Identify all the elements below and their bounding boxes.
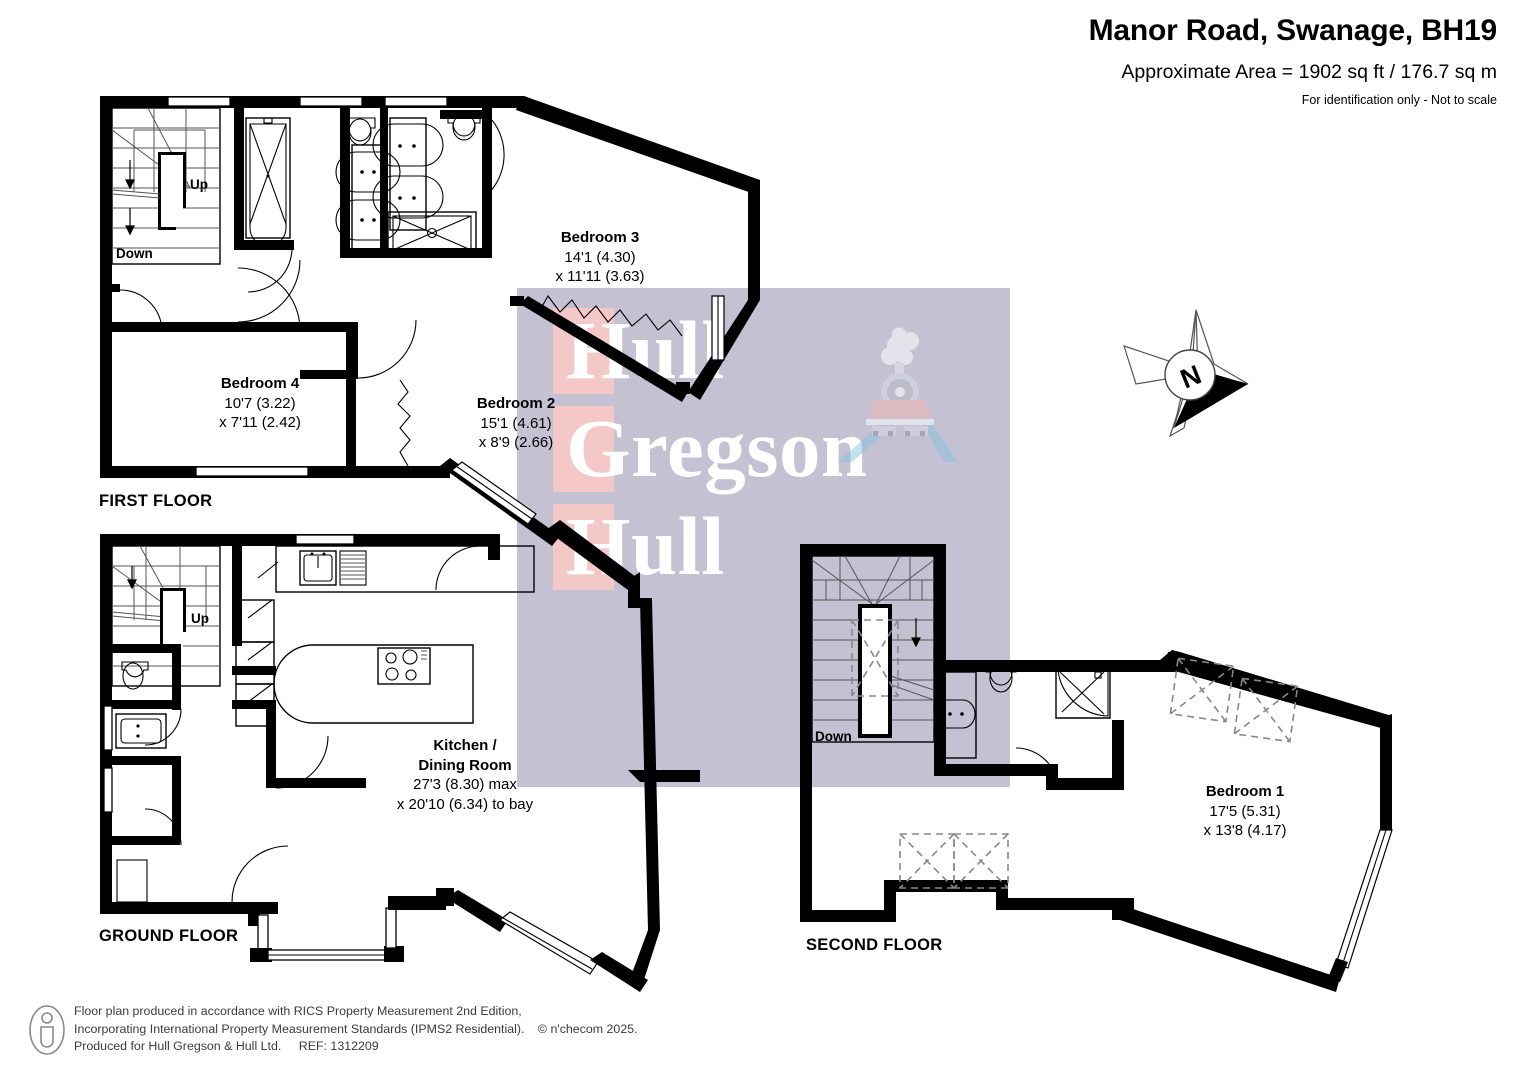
room-dimension-2: x 13'8 (4.17): [1203, 822, 1287, 839]
steam-train-icon: [838, 327, 958, 462]
room-label-kitchen-dining: Kitchen / Dining Room 27'3 (8.30) max x …: [370, 736, 560, 814]
room-name: Bedroom 1: [1205, 783, 1285, 800]
stair-label-first-down: Down: [116, 246, 153, 261]
room-name: Bedroom 4: [220, 375, 300, 392]
area-summary: Approximate Area = 1902 sq ft / 176.7 sq…: [1121, 60, 1497, 83]
footer-copyright: © n'checom 2025.: [537, 1021, 638, 1036]
rics-person-icon: [29, 1005, 65, 1055]
header: Manor Road, Swanage, BH19 Approximate Ar…: [1088, 14, 1498, 108]
room-dimension-1: 14'1 (4.30): [564, 248, 636, 266]
page-title: Manor Road, Swanage, BH19: [1088, 14, 1498, 47]
footer-line-3: Produced for Hull Gregson & Hull Ltd.: [74, 1039, 282, 1054]
room-dimension-1: 27'3 (8.30) max: [413, 776, 517, 793]
room-dimension-1: 15'1 (4.61): [480, 414, 552, 432]
stair-label-second-down: Down: [815, 729, 852, 744]
footer: Floor plan produced in accordance with R…: [74, 1003, 638, 1056]
floor-label-first: FIRST FLOOR: [99, 492, 213, 510]
scale-disclaimer: For identification only - Not to scale: [1301, 92, 1497, 107]
room-dimension-2: x 7'11 (2.42): [219, 414, 301, 431]
room-dimension-2: x 20'10 (6.34) to bay: [396, 795, 534, 813]
room-label-bedroom1: Bedroom 1 17'5 (5.31) x 13'8 (4.17): [1150, 782, 1340, 841]
stair-label-first-up: Up: [190, 177, 208, 192]
room-dimension-1: 17'5 (5.31): [1209, 802, 1281, 820]
room-name: Bedroom 2: [476, 395, 556, 412]
room-dimension-2: x 11'11 (3.63): [555, 268, 645, 285]
room-dimension-2: x 8'9 (2.66): [478, 434, 554, 451]
room-name: Bedroom 3: [560, 229, 640, 246]
footer-line-2: Incorporating International Property Mea…: [74, 1021, 525, 1036]
footer-reference: REF: 1312209: [298, 1039, 379, 1054]
footer-line-1: Floor plan produced in accordance with R…: [74, 1004, 522, 1018]
floor-label-ground: GROUND FLOOR: [99, 927, 239, 945]
room-label-bedroom4: Bedroom 4 10'7 (3.22) x 7'11 (2.42): [170, 374, 350, 433]
room-name-second-line: Dining Room: [418, 756, 512, 774]
stair-label-ground-up: Up: [191, 611, 209, 626]
room-label-bedroom2: Bedroom 2 15'1 (4.61) x 8'9 (2.66): [426, 394, 606, 453]
room-name: Kitchen /: [433, 737, 497, 754]
second-floor-plan: [800, 544, 1393, 992]
room-label-bedroom3: Bedroom 3 14'1 (4.30) x 11'11 (3.63): [505, 228, 695, 287]
floor-label-second: SECOND FLOOR: [806, 936, 943, 954]
ground-floor-plan: [100, 534, 700, 992]
compass-rose: N: [1123, 309, 1249, 438]
room-dimension-1: 10'7 (3.22): [224, 394, 296, 412]
first-floor-plan: [100, 96, 760, 600]
